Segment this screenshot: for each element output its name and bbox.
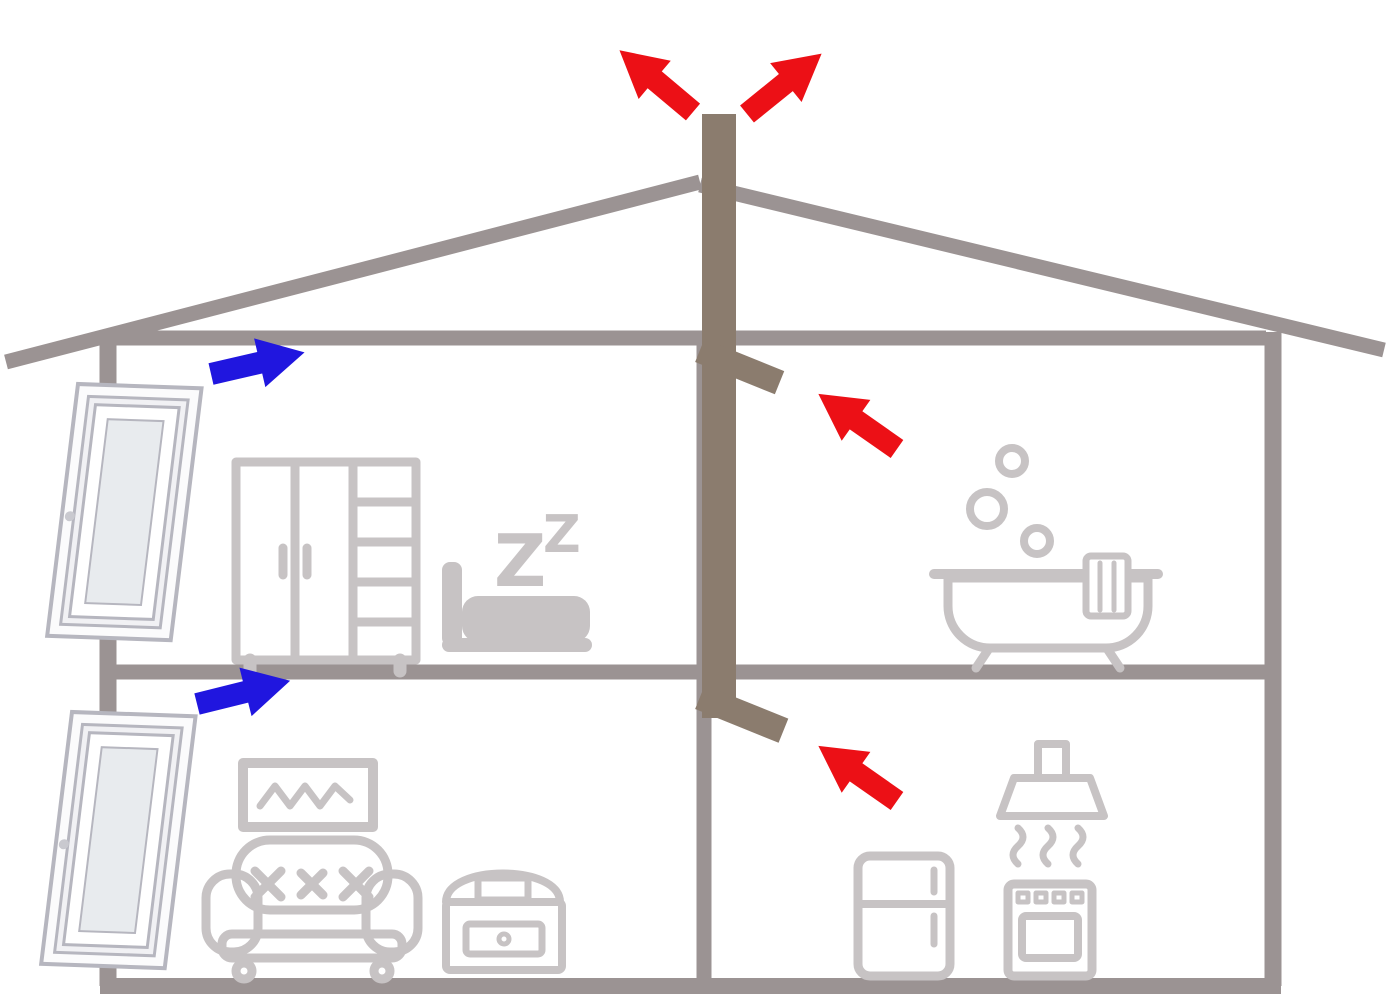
fridge-icon xyxy=(853,851,955,981)
duct-main xyxy=(702,114,736,718)
wardrobe-icon xyxy=(231,457,421,678)
sofa-icon xyxy=(201,835,423,984)
duct-upper-inlet xyxy=(695,338,785,395)
zz-small: Z xyxy=(543,505,581,565)
exhaust-lower-room-arrow xyxy=(804,725,912,822)
bubbles-icon xyxy=(966,444,1054,558)
bathtub-icon xyxy=(929,444,1163,673)
zz-large: Z xyxy=(494,519,546,603)
upper-tilt-window xyxy=(47,384,201,640)
exhaust-duct xyxy=(695,114,789,743)
heat-waves-icon xyxy=(1009,824,1087,868)
stove-icon xyxy=(1003,879,1097,981)
picture-frame-icon xyxy=(238,758,378,832)
roof-right-beam xyxy=(698,177,1386,358)
sofa-cushion-x-marks xyxy=(250,866,374,902)
lower-tilt-window xyxy=(41,712,195,968)
exhaust-upper-room-arrow xyxy=(804,373,912,470)
nightstand-icon xyxy=(442,869,566,974)
house-structure xyxy=(4,174,1386,994)
exhaust-roof-right-arrow xyxy=(731,34,838,134)
exhaust-arrows xyxy=(603,31,912,822)
range-hood-icon xyxy=(996,740,1108,868)
towel-icon xyxy=(1082,552,1132,620)
exhaust-roof-left-arrow xyxy=(603,31,710,132)
bed-sleeping-icon: Z Z xyxy=(442,505,592,652)
duct-lower-inlet xyxy=(695,684,789,743)
